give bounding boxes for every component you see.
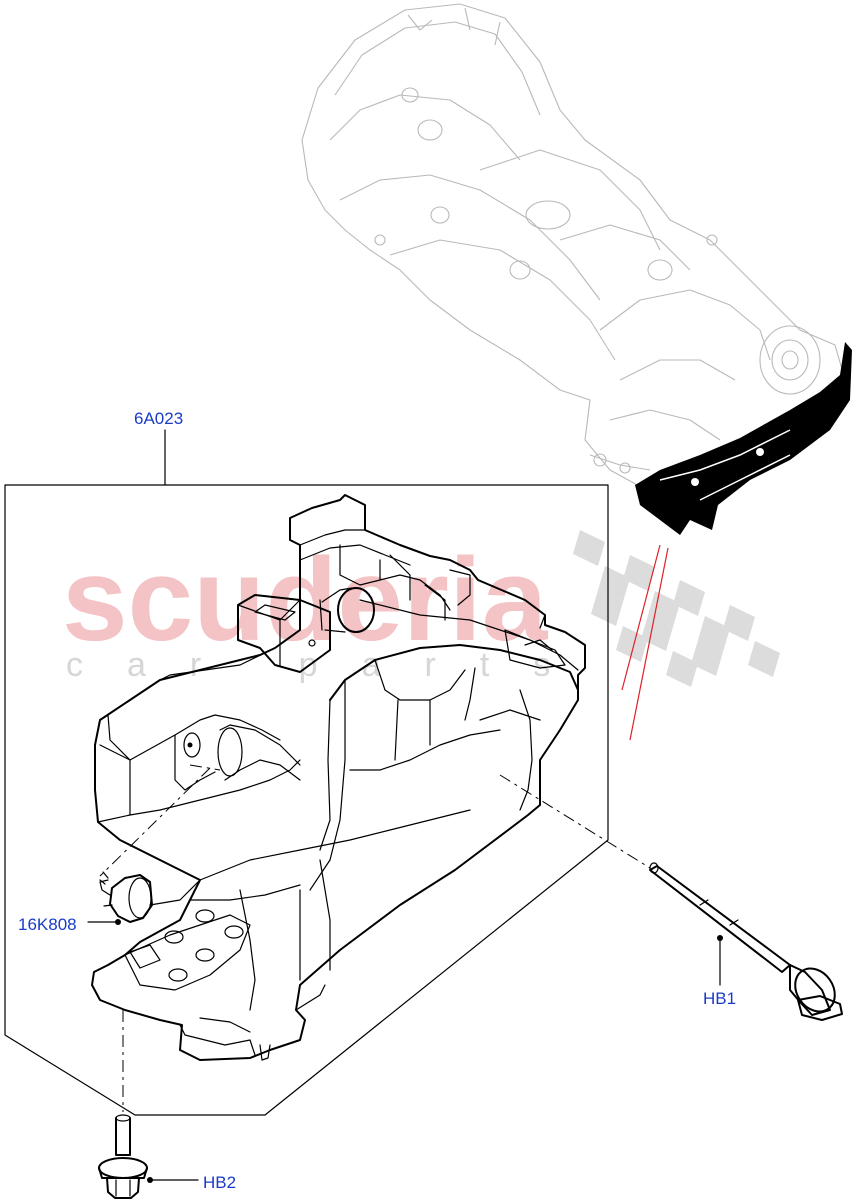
callout-hb1: HB1 [703,989,736,1008]
watermark-main-text: scuderia [62,534,549,666]
watermark-checker-flag [573,530,780,687]
callout-6a023: 6A023 [134,409,183,428]
location-leader-lines [621,544,669,741]
bump-stop [99,871,153,923]
callout-16k808: 16K808 [18,915,77,934]
bolt-hb1 [649,862,843,1021]
callout-frame [4,429,609,1116]
transmission-mount-bracket [91,494,586,1061]
callout-leaders [87,919,723,1183]
watermark-sub-text: car parts [66,646,594,684]
bolt-hb2 [98,1114,148,1199]
callout-hb2: HB2 [203,1173,236,1192]
installed-mount-highlight [635,342,852,535]
assembly-axis-lines [99,764,651,1112]
